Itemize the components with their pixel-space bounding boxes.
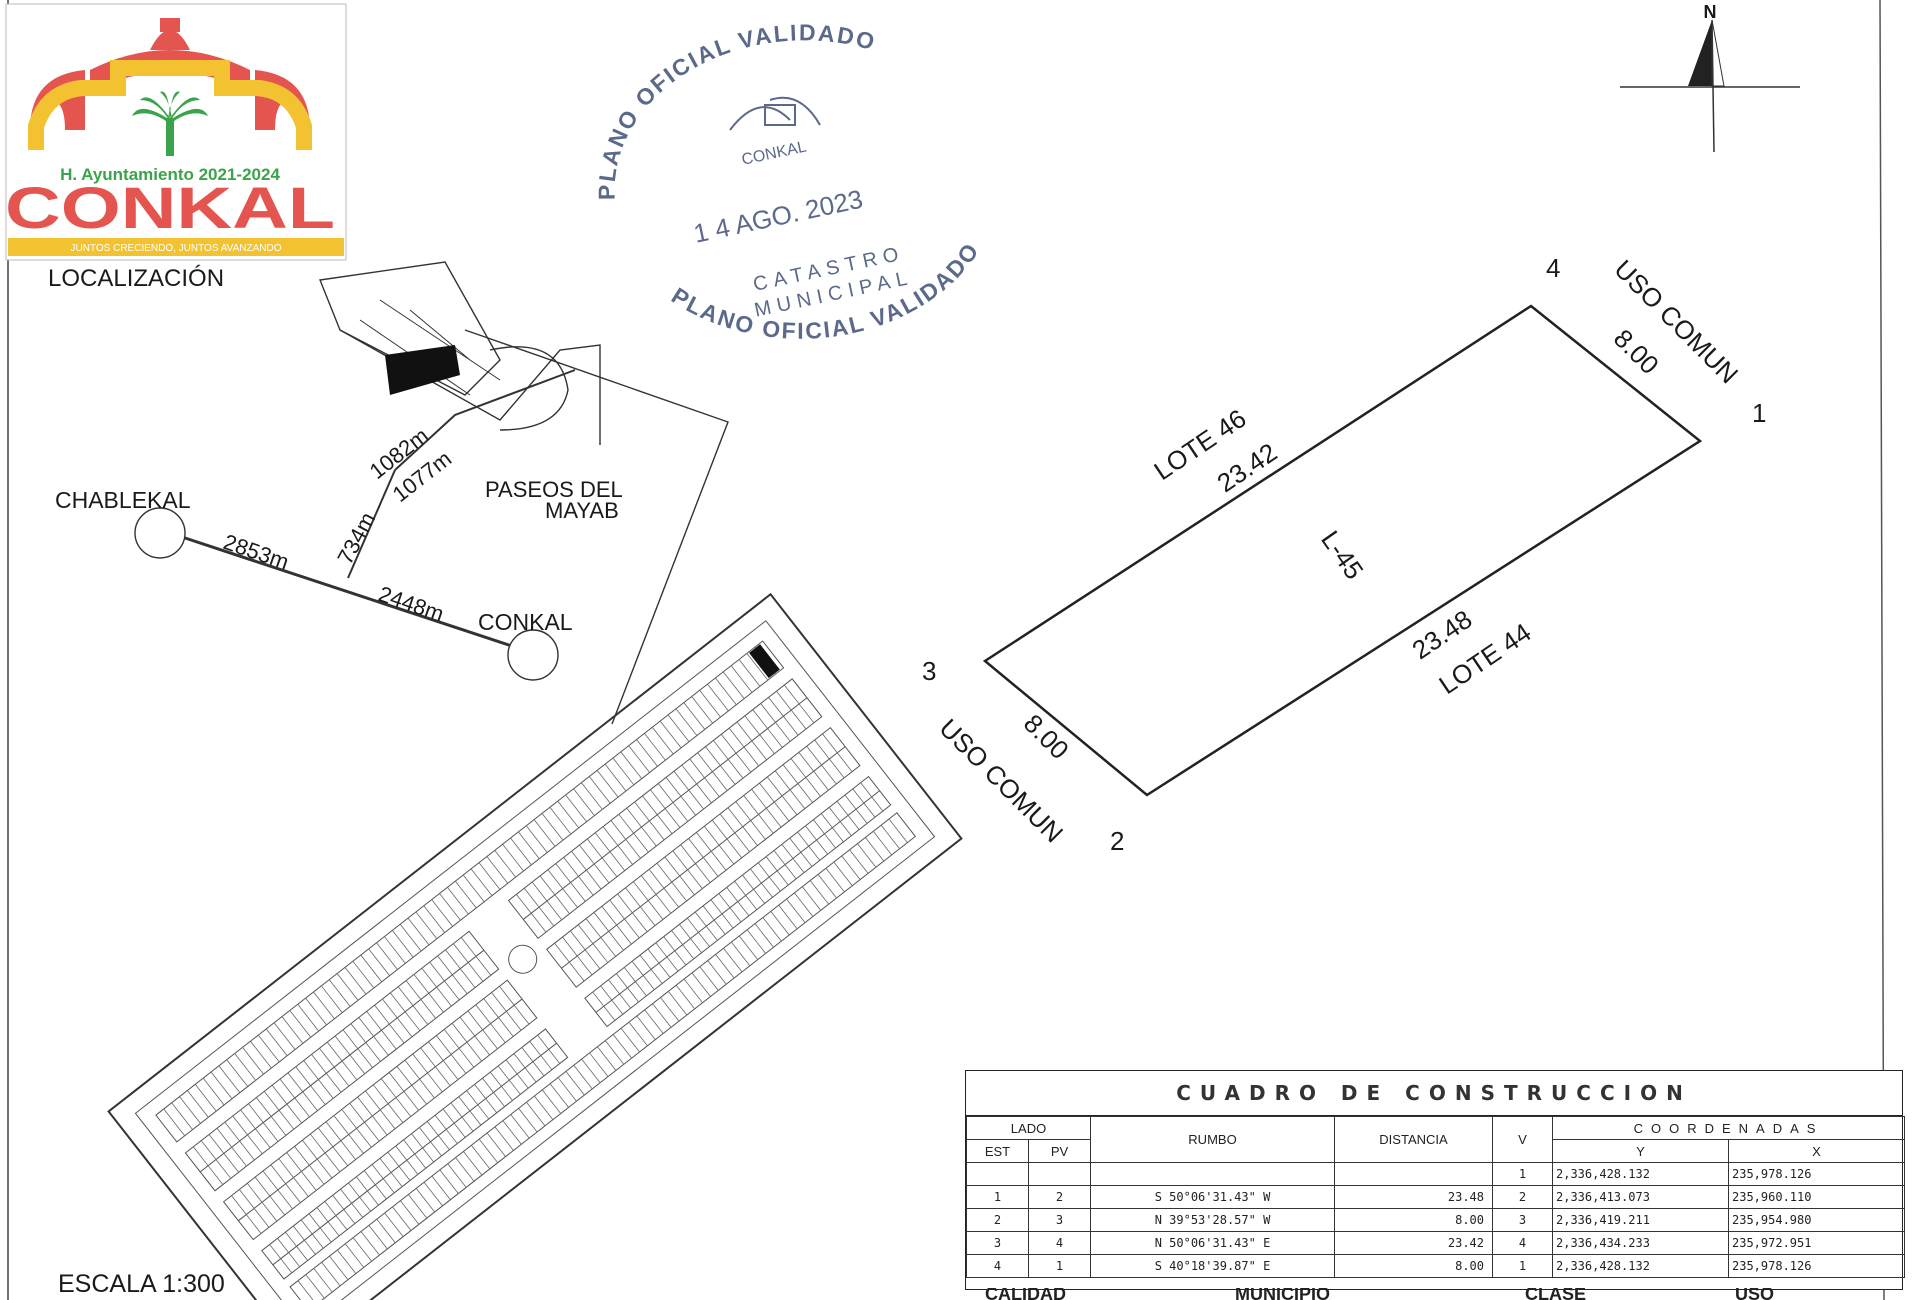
table-title: CUADRO DE CONSTRUCCION [966, 1071, 1902, 1116]
subdivision-plan [107, 592, 963, 1300]
cell-distancia: 23.48 [1334, 1185, 1493, 1209]
lot-l45: L-45 LOTE 46 23.42 23.48 LOTE 44 USO COM… [922, 253, 1766, 856]
header-v: V [1492, 1116, 1553, 1163]
cell-distancia: 23.42 [1334, 1231, 1493, 1255]
cell-v: 3 [1492, 1208, 1553, 1232]
cell-est: 2 [966, 1208, 1029, 1232]
stamp-date: 1 4 AGO. 2023 [691, 184, 865, 249]
municipality-wordmark: CONKAL [5, 176, 335, 241]
header-rumbo: RUMBO [1090, 1116, 1335, 1163]
cell-y: 2,336,428.132 [1552, 1162, 1729, 1186]
place-chablekal: CHABLEKAL [55, 487, 191, 513]
header-y: Y [1552, 1139, 1729, 1163]
municipal-logo: H. Ayuntamiento 2021-2024 CONKAL JUNTOS … [5, 3, 347, 261]
start-vertex-row: 1 2,336,428.132 235,978.126 [966, 1162, 1906, 1186]
svg-text:PLANO OFICIAL VALIDADO: PLANO OFICIAL VALIDADO [594, 19, 879, 200]
footer-uso: USO [1735, 1288, 1775, 1300]
vertex-2: 2 [1110, 826, 1124, 856]
official-validation-stamp: PLANO OFICIAL VALIDADO PLANO OFICIAL VAL… [594, 19, 983, 344]
location-map [134, 261, 729, 725]
stamp-top-text: PLANO OFICIAL VALIDADO [594, 19, 877, 200]
lot-name: L-45 [1315, 525, 1369, 585]
vertex-4: 4 [1546, 253, 1560, 283]
palm-icon [132, 91, 208, 156]
scale-label: ESCALA 1:300 [58, 1270, 225, 1298]
cell-y: 2,336,434.233 [1552, 1231, 1729, 1255]
cell-x: 235,978.126 [1727, 1162, 1906, 1186]
slogan: JUNTOS CRECIENDO, JUNTOS AVANZANDO [71, 243, 282, 254]
cell-distancia: 8.00 [1334, 1254, 1493, 1278]
cell-rumbo: N 39°53'28.57" W [1090, 1208, 1335, 1232]
cell-y: 2,336,413.073 [1552, 1185, 1729, 1209]
header-coordenadas: COORDENADAS [1551, 1116, 1906, 1140]
cell-y: 2,336,428.132 [1552, 1254, 1729, 1278]
vertex-1: 1 [1752, 398, 1766, 428]
stamp-logo-text: CONKAL [740, 138, 808, 168]
cell-x: 235,960.110 [1727, 1185, 1906, 1209]
location-title: LOCALIZACIÓN [48, 265, 224, 292]
place-paseos-line1: PASEOS DEL [485, 477, 623, 502]
footer-strip: CALIDAD MUNICIPIO CLASE USO [965, 1288, 1903, 1300]
cell-x: 235,978.126 [1727, 1254, 1906, 1278]
cell-rumbo: S 50°06'31.43" W [1090, 1185, 1335, 1209]
place-conkal: CONKAL [478, 609, 573, 635]
cell-est: 4 [966, 1254, 1029, 1278]
header-distancia: DISTANCIA [1334, 1116, 1493, 1163]
north-label: N [1704, 2, 1717, 22]
lot-east-length: 8.00 [1608, 323, 1665, 380]
cell-rumbo: N 50°06'31.43" E [1090, 1231, 1335, 1255]
footer-municipio: MUNICIPIO [1235, 1288, 1331, 1300]
footer-calidad: CALIDAD [985, 1288, 1066, 1300]
stamp-logo-icon [729, 96, 821, 131]
header-pv: PV [1028, 1139, 1091, 1163]
cell-v: 2 [1492, 1185, 1553, 1209]
lot-boundary [982, 304, 1703, 797]
cell-v: 1 [1492, 1162, 1553, 1186]
footer-clase: CLASE [1525, 1288, 1587, 1300]
header-x: X [1727, 1139, 1906, 1163]
lot-west-length: 8.00 [1018, 708, 1075, 765]
construction-table: CUADRO DE CONSTRUCCION LADO RUMBO DISTAN… [965, 1070, 1906, 1290]
lot-east-neighbor: USO COMUN [1609, 254, 1745, 390]
cell-pv: 4 [1028, 1231, 1091, 1255]
cell-rumbo: S 40°18'39.87" E [1090, 1254, 1335, 1278]
header-lado: LADO [966, 1116, 1091, 1140]
header-est: EST [966, 1139, 1029, 1163]
cell-pv: 2 [1028, 1185, 1091, 1209]
cell-distancia: 8.00 [1334, 1208, 1493, 1232]
north-arrow-icon: N [1620, 2, 1800, 153]
construction-grid: LADO RUMBO DISTANCIA V COORDENADAS EST P… [966, 1116, 1906, 1278]
cell-x: 235,954.980 [1727, 1208, 1906, 1232]
vertex-3: 3 [922, 656, 936, 686]
distance-2853: 2853m [220, 529, 292, 575]
cell-pv: 3 [1028, 1208, 1091, 1232]
council-label: H. Ayuntamiento 2021-2024 [60, 165, 280, 184]
cell-pv: 1 [1028, 1254, 1091, 1278]
cell-est: 3 [966, 1231, 1029, 1255]
distance-734: 734m [332, 508, 380, 568]
cell-x: 235,972.951 [1727, 1231, 1906, 1255]
cell-y: 2,336,419.211 [1552, 1208, 1729, 1232]
distance-2448: 2448m [375, 581, 447, 627]
cell-v: 4 [1492, 1231, 1553, 1255]
place-paseos-line2: MAYAB [545, 498, 619, 523]
lot-location-marker [385, 345, 460, 395]
cell-v: 1 [1492, 1254, 1553, 1278]
cell-est: 1 [966, 1185, 1029, 1209]
